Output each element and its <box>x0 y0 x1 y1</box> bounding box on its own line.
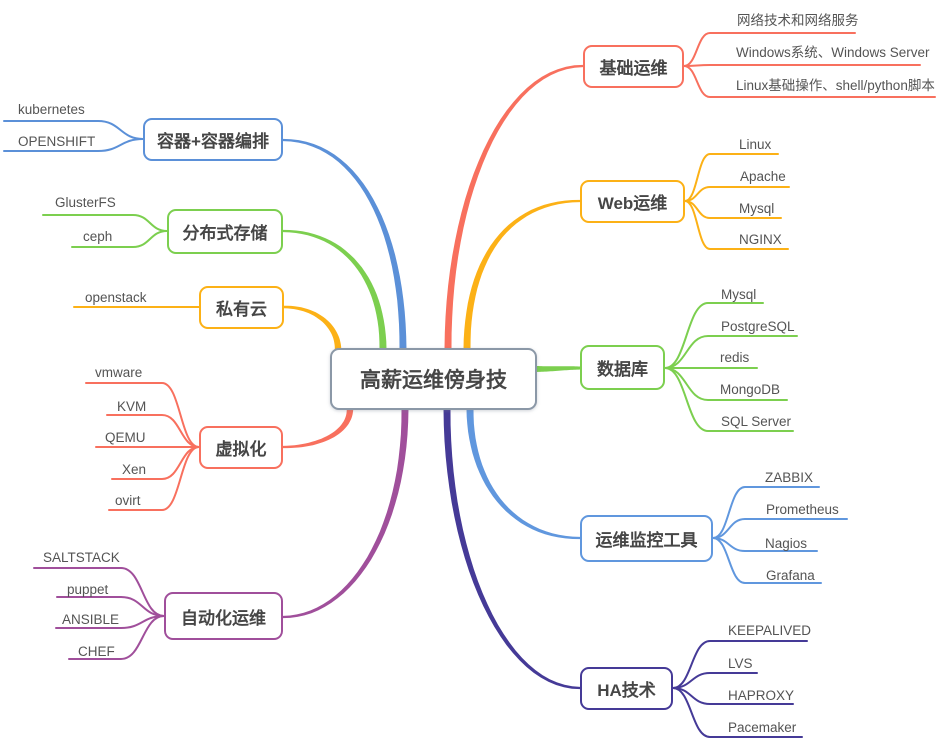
leaf-connector <box>664 302 764 369</box>
leaf-topic[interactable]: SALTSTACK <box>43 550 120 565</box>
leaf-connector <box>664 335 798 369</box>
leaf-connector <box>71 230 168 248</box>
branch-curve <box>537 366 580 372</box>
branch-curve <box>466 409 580 540</box>
leaf-topic[interactable]: Linux <box>739 137 772 152</box>
leaf-topic[interactable]: GlusterFS <box>55 195 116 210</box>
leaf-topic[interactable]: ZABBIX <box>765 470 814 485</box>
leaf-topic[interactable]: Linux基础操作、shell/python脚本 <box>736 78 935 93</box>
leaf-topic[interactable]: Mysql <box>721 287 757 302</box>
branch-topic-label: 自动化运维 <box>181 608 266 628</box>
leaf-topic[interactable]: redis <box>720 350 750 365</box>
leaf-topic[interactable]: Prometheus <box>766 502 839 517</box>
leaf-topic[interactable]: Apache <box>740 169 786 184</box>
leaf-topic[interactable]: QEMU <box>105 430 146 445</box>
branch-topic-label: 虚拟化 <box>215 440 267 459</box>
leaf-topic[interactable]: openstack <box>85 290 147 305</box>
leaf-topic[interactable]: MongoDB <box>720 382 781 397</box>
branch-curve <box>284 305 342 349</box>
central-topic-label: 高薪运维傍身技 <box>360 369 507 392</box>
leaf-topic[interactable]: KEEPALIVED <box>728 623 812 638</box>
branch-curve <box>283 138 407 349</box>
leaf-topic[interactable]: Pacemaker <box>728 720 797 735</box>
central-topic[interactable]: 高薪运维傍身技 <box>330 348 537 410</box>
branch-curve <box>283 409 409 619</box>
branch-topic-ha[interactable]: HA技术 <box>580 667 673 710</box>
leaf-topic[interactable]: SQL Server <box>721 414 792 429</box>
branch-curve <box>444 64 583 350</box>
leaf-topic[interactable]: vmware <box>95 365 143 380</box>
leaf-topic[interactable]: HAPROXY <box>728 688 795 703</box>
leaf-topic[interactable]: Xen <box>122 462 147 477</box>
branch-curve <box>443 409 580 690</box>
branch-topic-label: Web运维 <box>597 194 668 213</box>
branch-topic-automation[interactable]: 自动化运维 <box>164 592 283 640</box>
leaf-connector <box>664 367 794 432</box>
branch-topic-label: HA技术 <box>597 681 656 700</box>
branch-topic-distributed-storage[interactable]: 分布式存储 <box>167 209 283 254</box>
leaf-connector <box>683 65 936 98</box>
leaf-connector <box>712 486 820 539</box>
leaf-connector <box>684 153 779 202</box>
leaf-connector <box>684 200 789 250</box>
branch-topic-container-orchestration[interactable]: 容器+容器编排 <box>143 118 283 161</box>
leaf-topic[interactable]: LVS <box>728 656 753 671</box>
branch-topic-web-ops[interactable]: Web运维 <box>580 180 685 223</box>
branch-topic-private-cloud[interactable]: 私有云 <box>199 286 284 329</box>
leaf-connector <box>672 687 803 738</box>
leaf-topic[interactable]: PostgreSQL <box>721 319 795 334</box>
branch-topic-basic-ops[interactable]: 基础运维 <box>583 45 684 88</box>
leaf-topic[interactable]: puppet <box>67 582 109 597</box>
leaf-topic[interactable]: Grafana <box>766 568 815 583</box>
leaf-topic[interactable]: ceph <box>83 229 113 244</box>
leaf-connector <box>712 537 822 584</box>
branch-topic-label: 私有云 <box>216 300 267 319</box>
leaf-topic[interactable]: 网络技术和网络服务 <box>737 13 859 28</box>
leaf-topic[interactable]: Nagios <box>765 536 808 551</box>
branch-topic-label: 数据库 <box>597 360 648 379</box>
branch-topic-monitoring-tools[interactable]: 运维监控工具 <box>580 515 713 562</box>
leaf-connector <box>85 382 200 448</box>
branch-curve <box>283 409 354 449</box>
branch-topic-label: 运维监控工具 <box>595 531 698 550</box>
leaf-connector <box>68 615 165 660</box>
leaf-topic[interactable]: CHEF <box>78 644 115 659</box>
branch-topic-virtualization[interactable]: 虚拟化 <box>199 426 283 469</box>
branch-topic-database[interactable]: 数据库 <box>580 345 665 390</box>
leaf-connector <box>712 518 848 539</box>
leaf-topic[interactable]: OPENSHIFT <box>18 134 96 149</box>
leaf-topic[interactable]: Windows系统、Windows Server <box>736 45 930 60</box>
leaf-connector <box>56 596 165 617</box>
leaf-connector <box>672 640 808 689</box>
leaf-topic[interactable]: ANSIBLE <box>62 612 120 627</box>
branch-topic-label: 分布式存储 <box>182 224 268 243</box>
leaf-connector <box>33 567 165 617</box>
branch-topic-label: 容器+容器编排 <box>157 132 269 151</box>
leaf-topic[interactable]: ovirt <box>115 493 141 508</box>
leaf-connector <box>3 138 144 152</box>
leaf-connector <box>684 186 790 202</box>
leaf-topic[interactable]: Mysql <box>739 201 775 216</box>
leaf-connector <box>683 64 921 67</box>
leaf-connector <box>108 446 200 511</box>
branch-curve <box>463 199 580 349</box>
branch-topic-label: 基础运维 <box>599 59 668 78</box>
leaf-topic[interactable]: kubernetes <box>18 102 85 117</box>
leaf-connector <box>683 32 856 67</box>
leaf-topic[interactable]: NGINX <box>739 232 782 247</box>
leaf-connector <box>42 214 168 232</box>
leaf-connector <box>106 414 200 448</box>
leaf-topic[interactable]: KVM <box>117 399 147 414</box>
leaf-connector <box>672 672 758 689</box>
